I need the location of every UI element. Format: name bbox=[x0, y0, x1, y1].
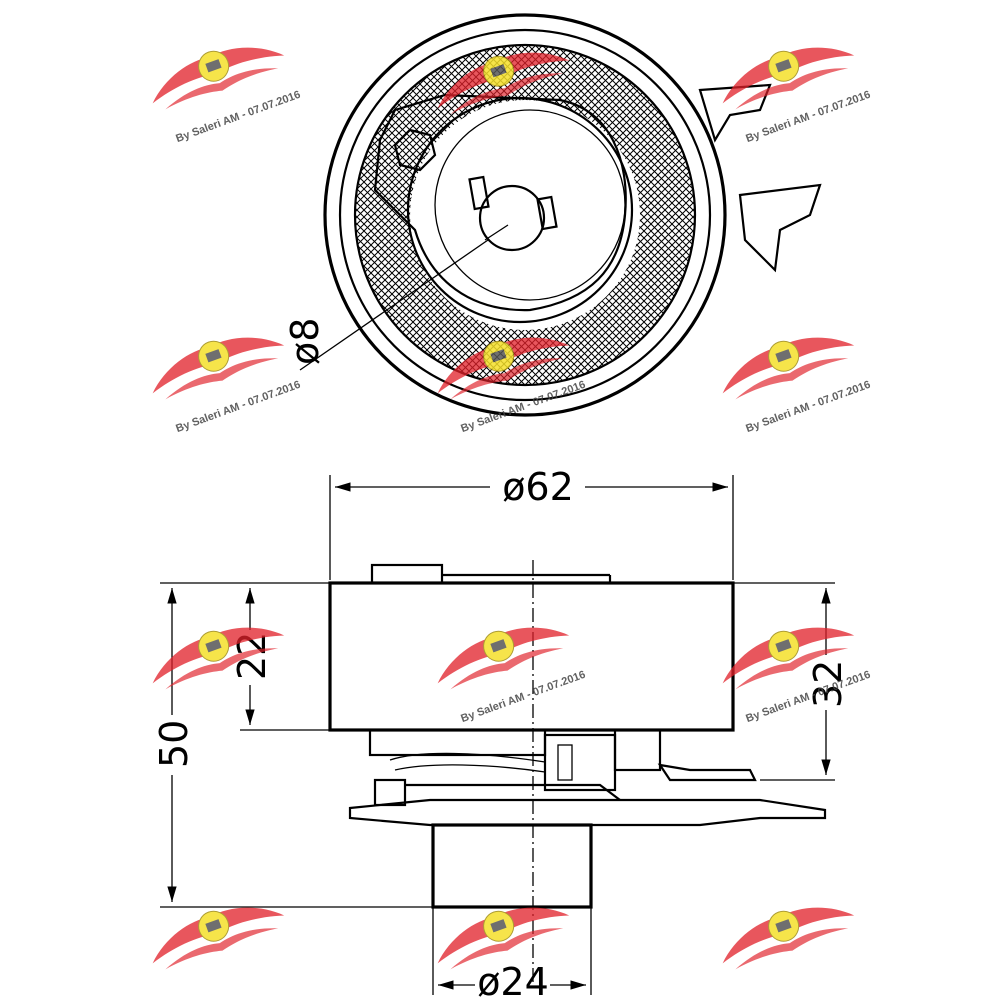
watermark-logo-icon bbox=[142, 887, 289, 976]
outer-diameter-label: ø62 bbox=[502, 465, 574, 509]
offset-height-label: 32 bbox=[806, 660, 850, 708]
overall-height-label: 50 bbox=[152, 720, 196, 768]
bore-diameter-label: ø8 bbox=[283, 318, 327, 365]
watermark-text: By Saleri AM - 07.07.2016 bbox=[744, 89, 872, 145]
watermark-text: By Saleri AM - 07.07.2016 bbox=[459, 669, 587, 725]
watermark-text: By Saleri AM - 07.07.2016 bbox=[744, 379, 872, 435]
watermark-text: By Saleri AM - 07.07.2016 bbox=[174, 89, 302, 145]
top-view: ø8 bbox=[283, 13, 822, 417]
base-diameter-label: ø24 bbox=[477, 960, 549, 1000]
watermark-logo-icon bbox=[712, 887, 859, 976]
side-view: ø62 22 50 bbox=[152, 465, 850, 1000]
watermark-text: By Saleri AM - 07.07.2016 bbox=[459, 379, 587, 435]
watermark-text: By Saleri AM - 07.07.2016 bbox=[174, 379, 302, 435]
